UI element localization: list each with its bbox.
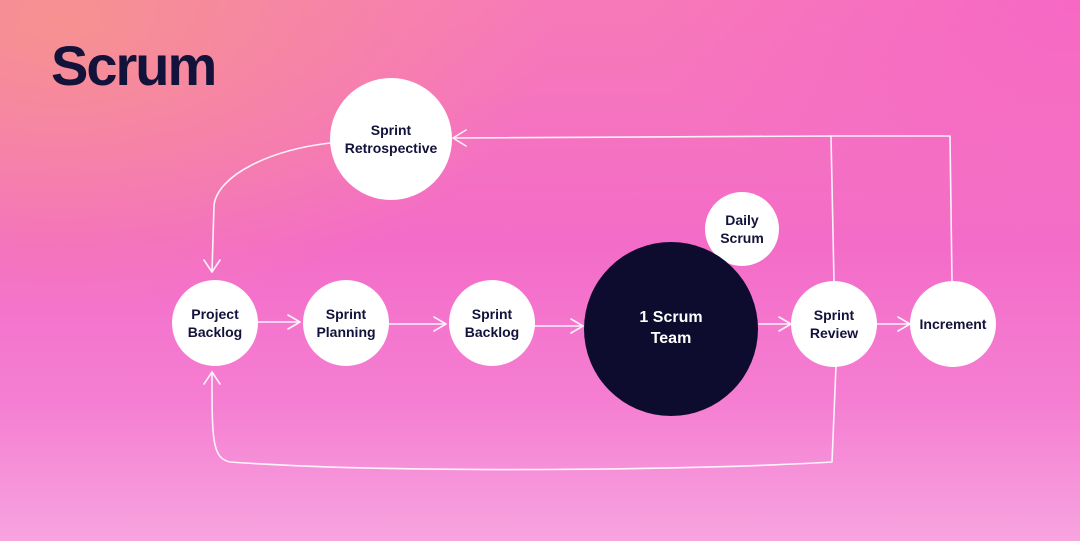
- loop-review-to-backlog: [211, 365, 837, 471]
- node-increment: Increment: [910, 281, 996, 367]
- node-daily-scrum-label: Daily Scrum: [720, 211, 764, 246]
- node-sprint-backlog: Sprint Backlog: [449, 280, 535, 366]
- node-sprint-review-label: Sprint Review: [809, 306, 859, 341]
- node-project-backlog-label: Project Backlog: [187, 305, 243, 340]
- node-sprint-planning-label: Sprint Planning: [316, 305, 376, 340]
- node-increment-label: Increment: [919, 315, 987, 332]
- node-sprint-retrospective-label: Sprint Retrospective: [344, 121, 438, 156]
- page-title: Scrum: [51, 34, 217, 97]
- node-scrum-team-label: 1 Scrum Team: [639, 309, 703, 347]
- node-sprint-planning: Sprint Planning: [303, 280, 389, 366]
- loop-retrospective-to-backlog: [211, 142, 331, 273]
- node-sprint-review: Sprint Review: [791, 281, 877, 367]
- node-sprint-backlog-label: Sprint Backlog: [464, 305, 520, 340]
- node-project-backlog: Project Backlog: [172, 280, 258, 366]
- node-scrum-team: 1 Scrum Team: [584, 242, 758, 416]
- node-sprint-retrospective: Sprint Retrospective: [330, 78, 452, 200]
- node-daily-scrum: Daily Scrum: [705, 192, 779, 266]
- loop-increment-to-retrospective: [830, 135, 953, 283]
